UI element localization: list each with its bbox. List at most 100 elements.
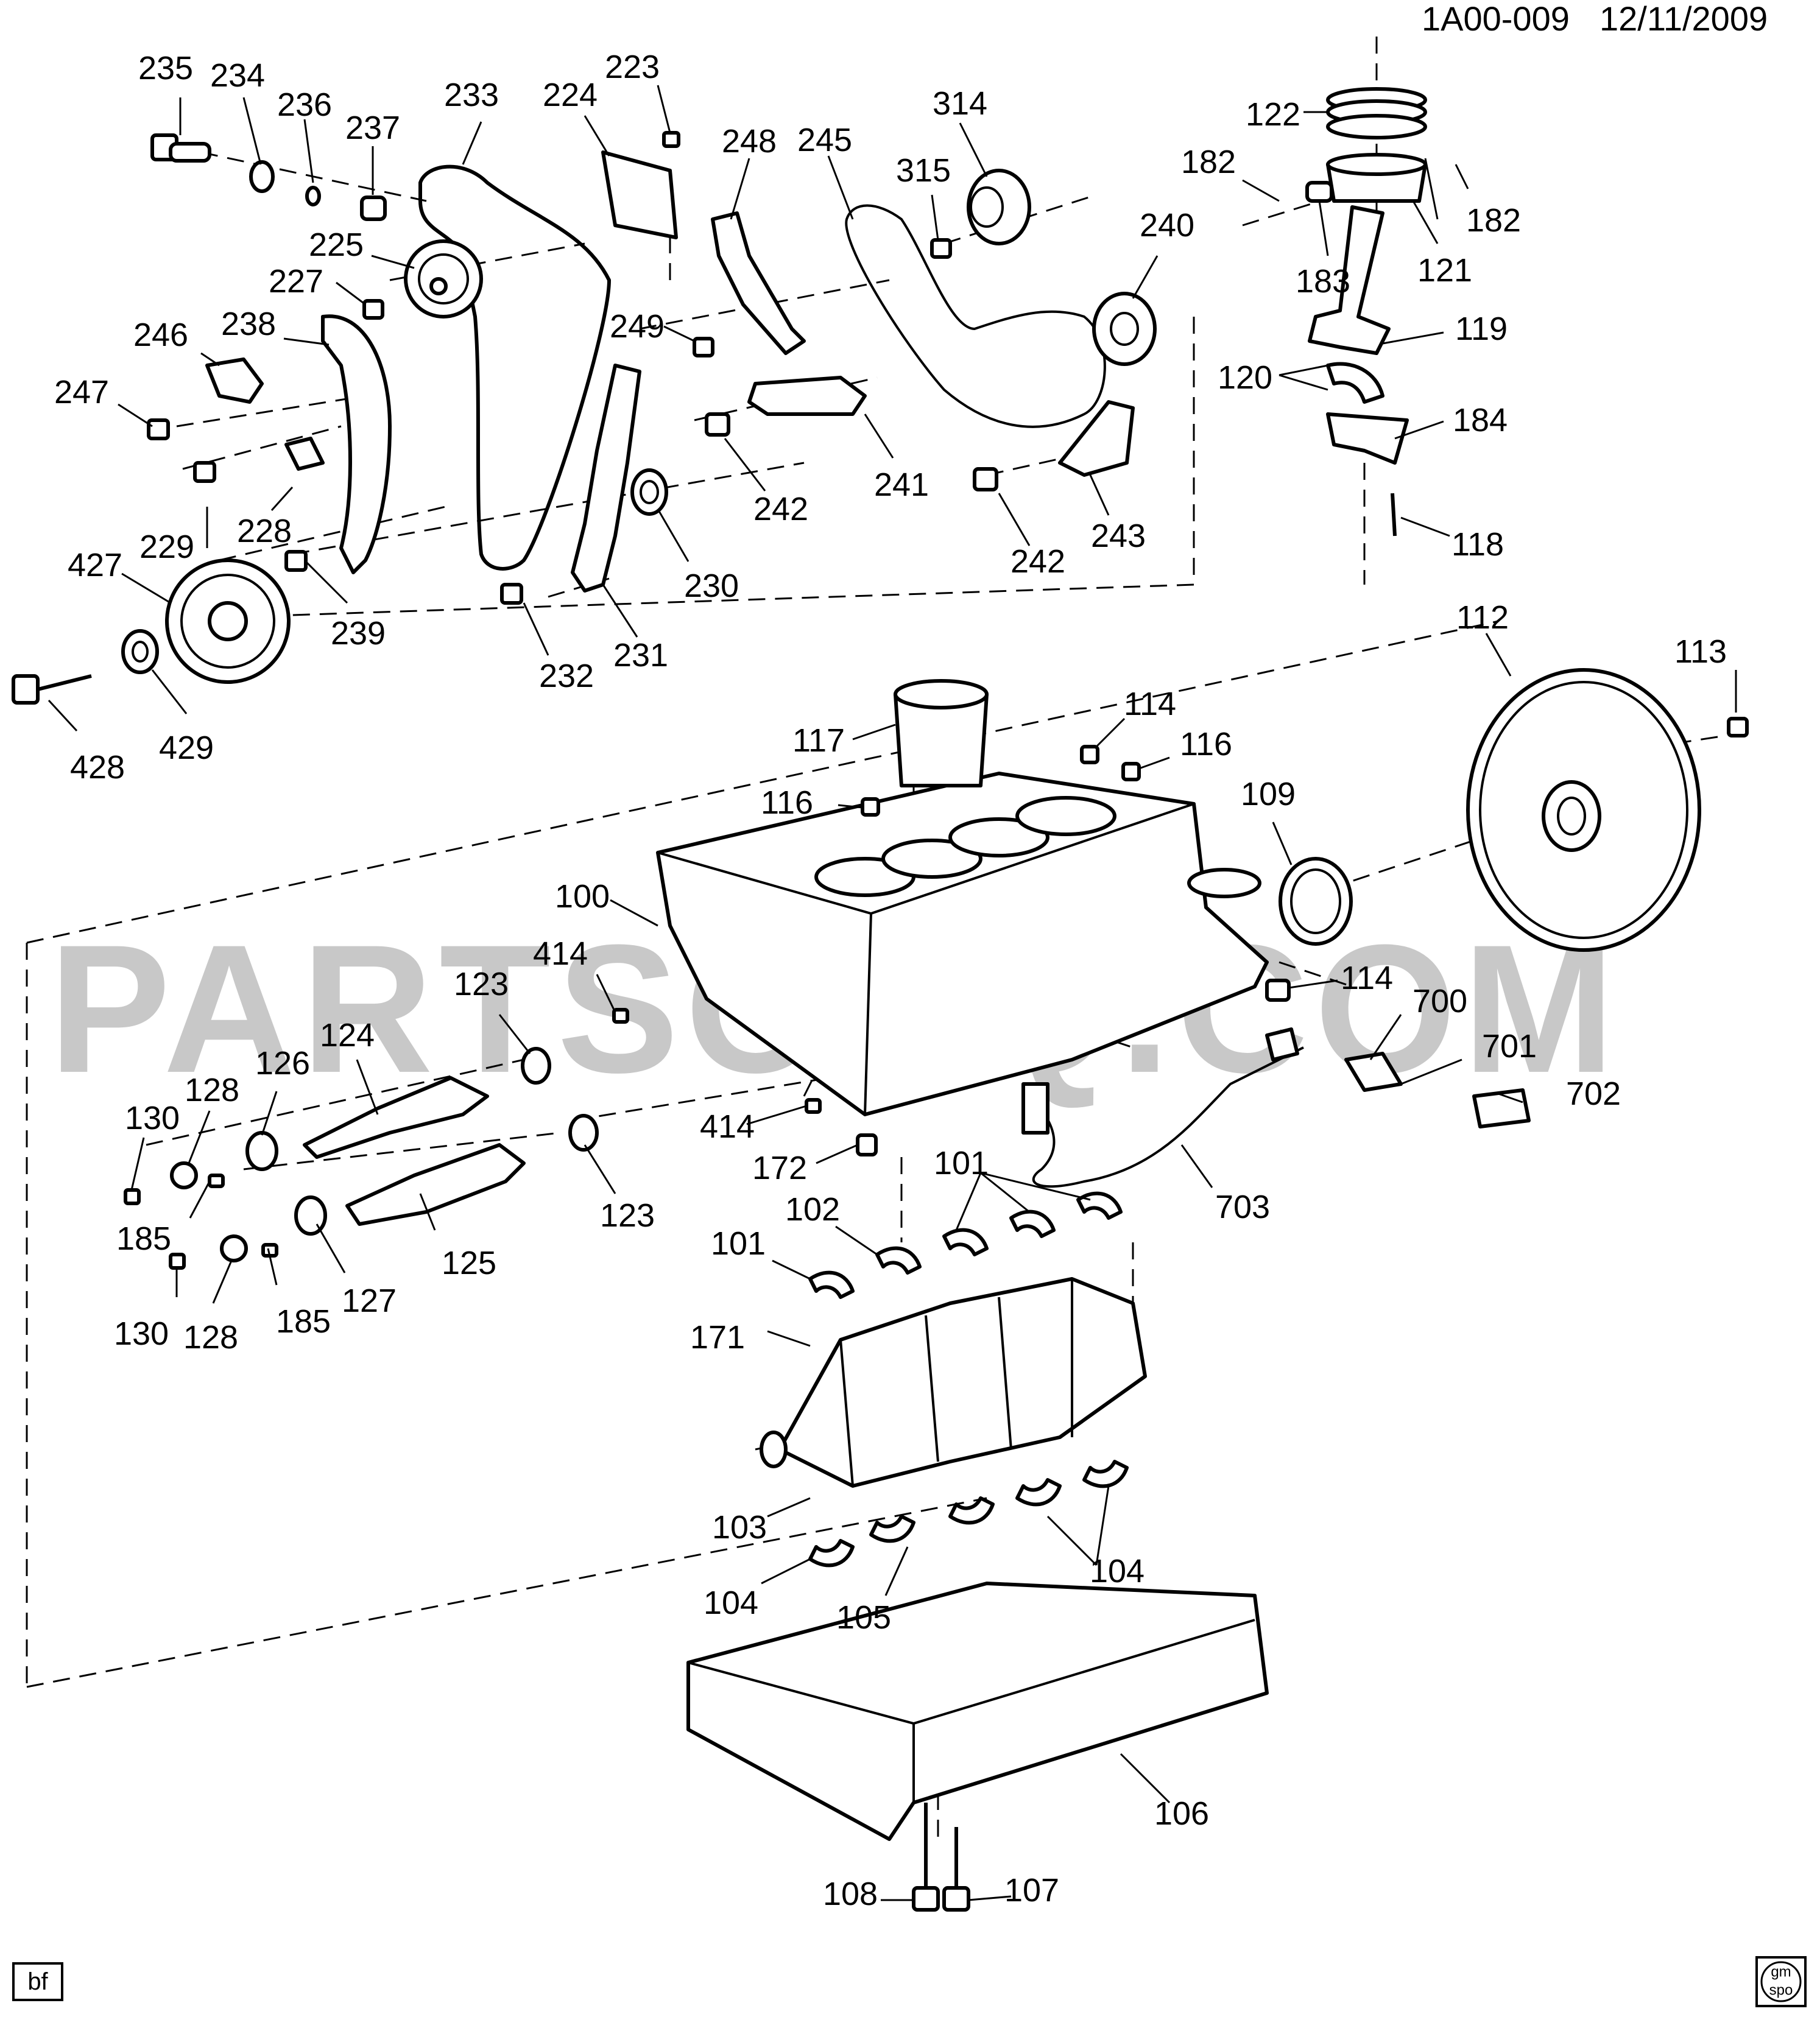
callout-106: 106 [1154, 1795, 1209, 1832]
timing-chain-balance-245 [845, 204, 1106, 428]
crank-sprocket-230 [630, 468, 668, 516]
rod-bolt-118 [1391, 493, 1397, 537]
rod-cap-184 [1326, 412, 1409, 465]
callout-128b: 128 [183, 1319, 238, 1356]
callout-123b: 123 [600, 1197, 655, 1234]
callout-247: 247 [54, 374, 109, 410]
piston-pin-183 [1305, 181, 1333, 203]
badge-bf: bf [12, 1962, 63, 2001]
callout-109: 109 [1241, 776, 1296, 812]
callout-231: 231 [613, 637, 668, 674]
badge-bf-label: bf [27, 1968, 48, 1995]
callout-238: 238 [221, 306, 276, 342]
callout-172: 172 [752, 1150, 807, 1186]
callout-126: 126 [255, 1045, 310, 1082]
callout-130b: 130 [114, 1315, 169, 1352]
callout-116a: 116 [1180, 726, 1232, 762]
callout-123a: 123 [454, 966, 509, 1002]
callout-117: 117 [792, 722, 845, 759]
callouts: 235 234 236 237 233 224 223 248 245 314 … [54, 49, 1727, 1912]
callout-118: 118 [1451, 526, 1504, 563]
connecting-rod-119 [1308, 205, 1391, 355]
callout-101b: 101 [711, 1225, 766, 1262]
guide-224 [601, 150, 678, 239]
crankshaft-103 [760, 1277, 1147, 1488]
callout-237: 237 [345, 110, 400, 146]
callout-101a: 101 [934, 1145, 989, 1181]
callout-102: 102 [785, 1191, 840, 1228]
callout-130a: 130 [125, 1100, 180, 1136]
balance-shaft-124 [245, 1047, 551, 1171]
callout-183: 183 [1296, 263, 1350, 300]
callout-230: 230 [684, 568, 739, 604]
timing-chain-primary [418, 164, 611, 571]
callout-228: 228 [237, 513, 292, 549]
engine-block-100 [656, 772, 1269, 1116]
callout-314: 314 [933, 85, 987, 122]
callout-103: 103 [712, 1509, 767, 1546]
callout-121: 121 [1417, 252, 1472, 289]
callout-108: 108 [823, 1876, 878, 1912]
flywheel-112 [1466, 668, 1701, 952]
logo-gm-text: gm [1771, 1964, 1791, 1980]
callout-234: 234 [210, 57, 265, 94]
lower-crankcase-106 [686, 1582, 1269, 1841]
callout-225: 225 [309, 227, 364, 263]
guide-248 [711, 211, 806, 355]
callout-122: 122 [1246, 96, 1300, 133]
callout-240: 240 [1140, 207, 1194, 244]
small-fasteners [147, 131, 1749, 737]
callout-428: 428 [70, 749, 125, 786]
knock-sensor-harness-703 [1021, 1027, 1304, 1188]
callout-233: 233 [444, 77, 499, 113]
bolts-107-108 [912, 1803, 970, 1912]
main-bearings-lower [808, 1460, 1129, 1568]
tensioner-243 [1058, 400, 1135, 477]
callout-315: 315 [896, 152, 951, 189]
rod-bearing-120 [1326, 362, 1384, 404]
logo-spo-text: spo [1769, 1982, 1793, 1999]
callout-224: 224 [543, 77, 598, 113]
callout-246: 246 [133, 317, 188, 353]
callout-700: 700 [1413, 983, 1467, 1019]
callout-239: 239 [331, 615, 386, 652]
chain-tensioner-shoe-231 [571, 364, 641, 593]
callout-116b: 116 [761, 784, 813, 821]
callout-104b: 104 [704, 1585, 758, 1621]
piston-121 [1326, 153, 1427, 203]
callout-112: 112 [1456, 599, 1509, 636]
cam-sprocket [404, 239, 483, 319]
crank-pulley-427 [165, 558, 291, 684]
callout-241: 241 [874, 466, 929, 503]
callout-104a: 104 [1090, 1553, 1145, 1589]
callout-125: 125 [442, 1245, 496, 1281]
callout-185a: 185 [116, 1220, 171, 1257]
callout-114b: 114 [1341, 960, 1393, 996]
washer-429 [121, 629, 159, 674]
cylinder-liner-117 [894, 679, 989, 787]
callout-113: 113 [1674, 633, 1727, 670]
callout-235: 235 [138, 50, 193, 86]
callout-701: 701 [1482, 1028, 1537, 1065]
callout-229: 229 [139, 529, 194, 565]
callout-223: 223 [605, 49, 660, 85]
callout-100: 100 [555, 878, 610, 915]
chain-guide-238 [321, 314, 392, 574]
callout-245: 245 [797, 122, 852, 158]
gm-spo-logo: gm spo [1755, 1956, 1807, 2007]
callout-128a: 128 [185, 1072, 239, 1108]
callout-107: 107 [1004, 1872, 1059, 1909]
callout-114a: 114 [1124, 686, 1176, 722]
callout-703: 703 [1215, 1189, 1270, 1225]
callout-242a: 242 [753, 491, 808, 527]
dowels [612, 745, 1291, 1156]
callout-105: 105 [836, 1599, 891, 1636]
callout-119: 119 [1455, 311, 1508, 347]
seal-109 [1279, 857, 1353, 946]
idler-sprocket-240 [1092, 292, 1157, 366]
callout-248: 248 [722, 123, 777, 160]
piston-rings-122 [1326, 87, 1427, 139]
callout-127: 127 [342, 1283, 397, 1319]
callout-184: 184 [1453, 402, 1508, 438]
balance-sprocket-314 [967, 169, 1031, 245]
